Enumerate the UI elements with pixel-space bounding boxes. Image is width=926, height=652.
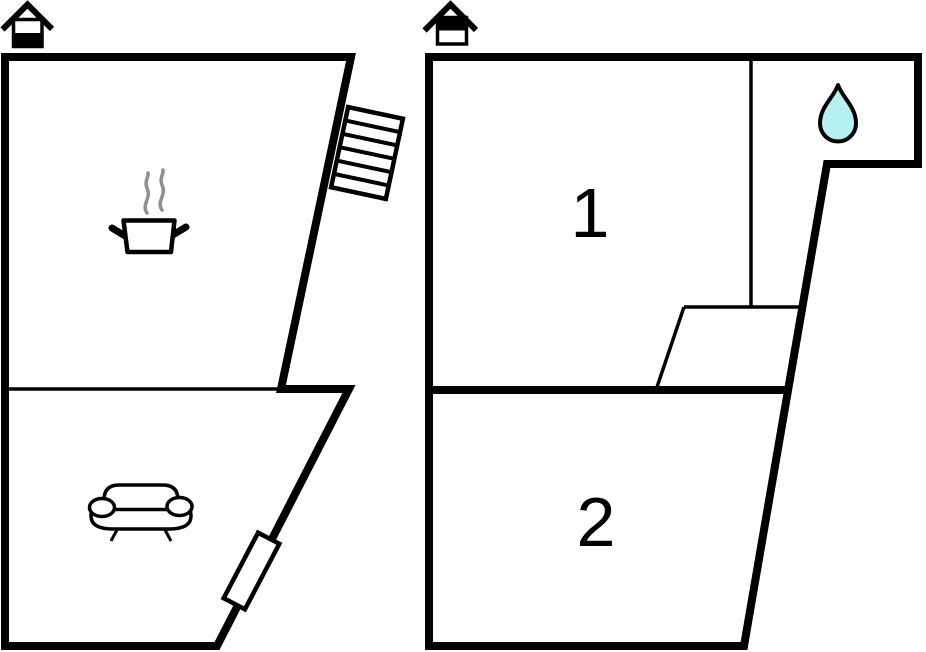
- house-roof: [0, 0, 55, 32]
- sofa-armrest-right: [165, 495, 194, 518]
- stair-void-edge: [654, 306, 686, 391]
- pot-body: [121, 218, 177, 255]
- sofa-icon: [87, 483, 194, 542]
- upper-floor-indicator-fill: [436, 16, 468, 31]
- stair-tread: [336, 158, 392, 175]
- door-icon: [220, 529, 283, 613]
- steam-wisp: [143, 171, 151, 215]
- stair-tread: [342, 131, 398, 148]
- stairs-icon: [328, 104, 406, 202]
- room-2-label: 2: [577, 483, 616, 561]
- stair-tread: [344, 118, 401, 135]
- sofa-armrest-left: [87, 496, 117, 519]
- house-roof: [422, 0, 479, 33]
- ground-floor-indicator-fill: [12, 33, 44, 47]
- house-upper-floor-icon: [422, 0, 479, 46]
- ground-floor-plan: [0, 0, 406, 650]
- house-ground-floor-icon: [0, 0, 55, 49]
- stair-tread: [339, 145, 395, 161]
- water-drop-icon: [818, 83, 858, 144]
- upper-floor-plan: 1 2: [422, 0, 922, 650]
- cooking-pot-icon: [108, 218, 190, 255]
- room-1-label: 1: [571, 174, 610, 252]
- ground-floor-outer-wall: [1, 53, 356, 650]
- upper-floor-outer-wall: [425, 53, 922, 650]
- steam-icon: [143, 168, 166, 215]
- stair-tread: [333, 171, 390, 188]
- door-leaf: [220, 529, 283, 613]
- steam-wisp: [158, 168, 166, 212]
